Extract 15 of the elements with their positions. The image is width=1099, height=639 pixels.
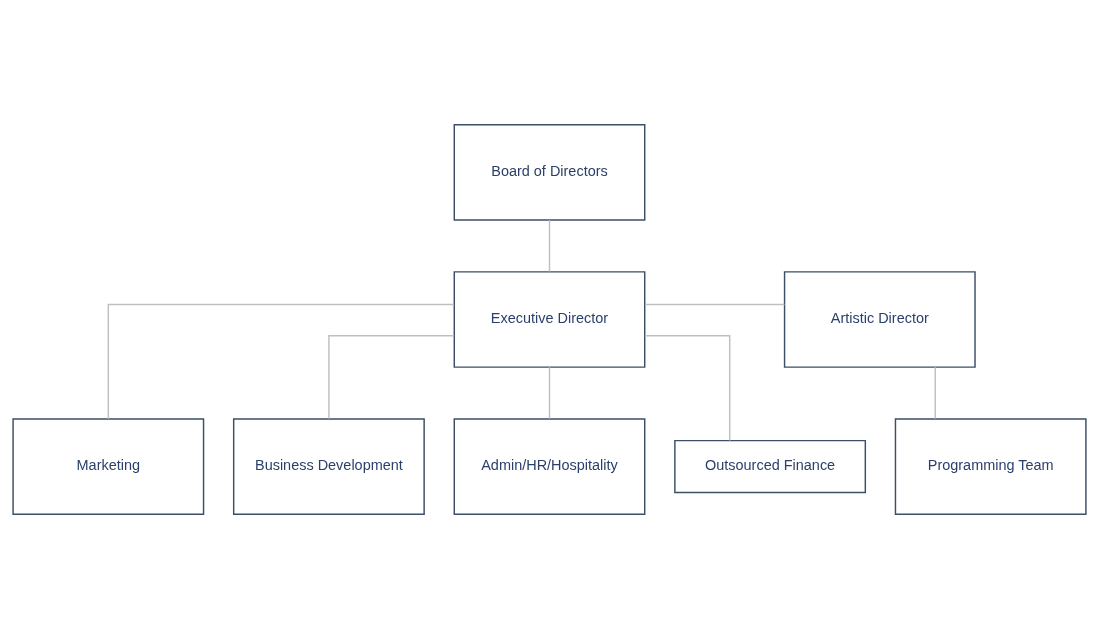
- connector: [548, 219, 551, 273]
- node-box: Admin/HR/Hospitality: [453, 418, 646, 515]
- connector: [107, 303, 455, 420]
- connector: [644, 303, 786, 306]
- node-box: Programming Team: [894, 418, 1087, 515]
- connector: [934, 366, 936, 420]
- node-box: Business Development: [232, 418, 425, 515]
- node-box: Executive Director: [453, 271, 646, 368]
- node-box: Board of Directors: [453, 124, 646, 221]
- node-box: Artistic Director: [783, 271, 976, 368]
- connector: [644, 335, 731, 442]
- connector: [548, 366, 551, 420]
- connector: [328, 335, 455, 420]
- node-box: Outsourced Finance: [674, 439, 867, 494]
- node-box: Marketing: [12, 418, 205, 515]
